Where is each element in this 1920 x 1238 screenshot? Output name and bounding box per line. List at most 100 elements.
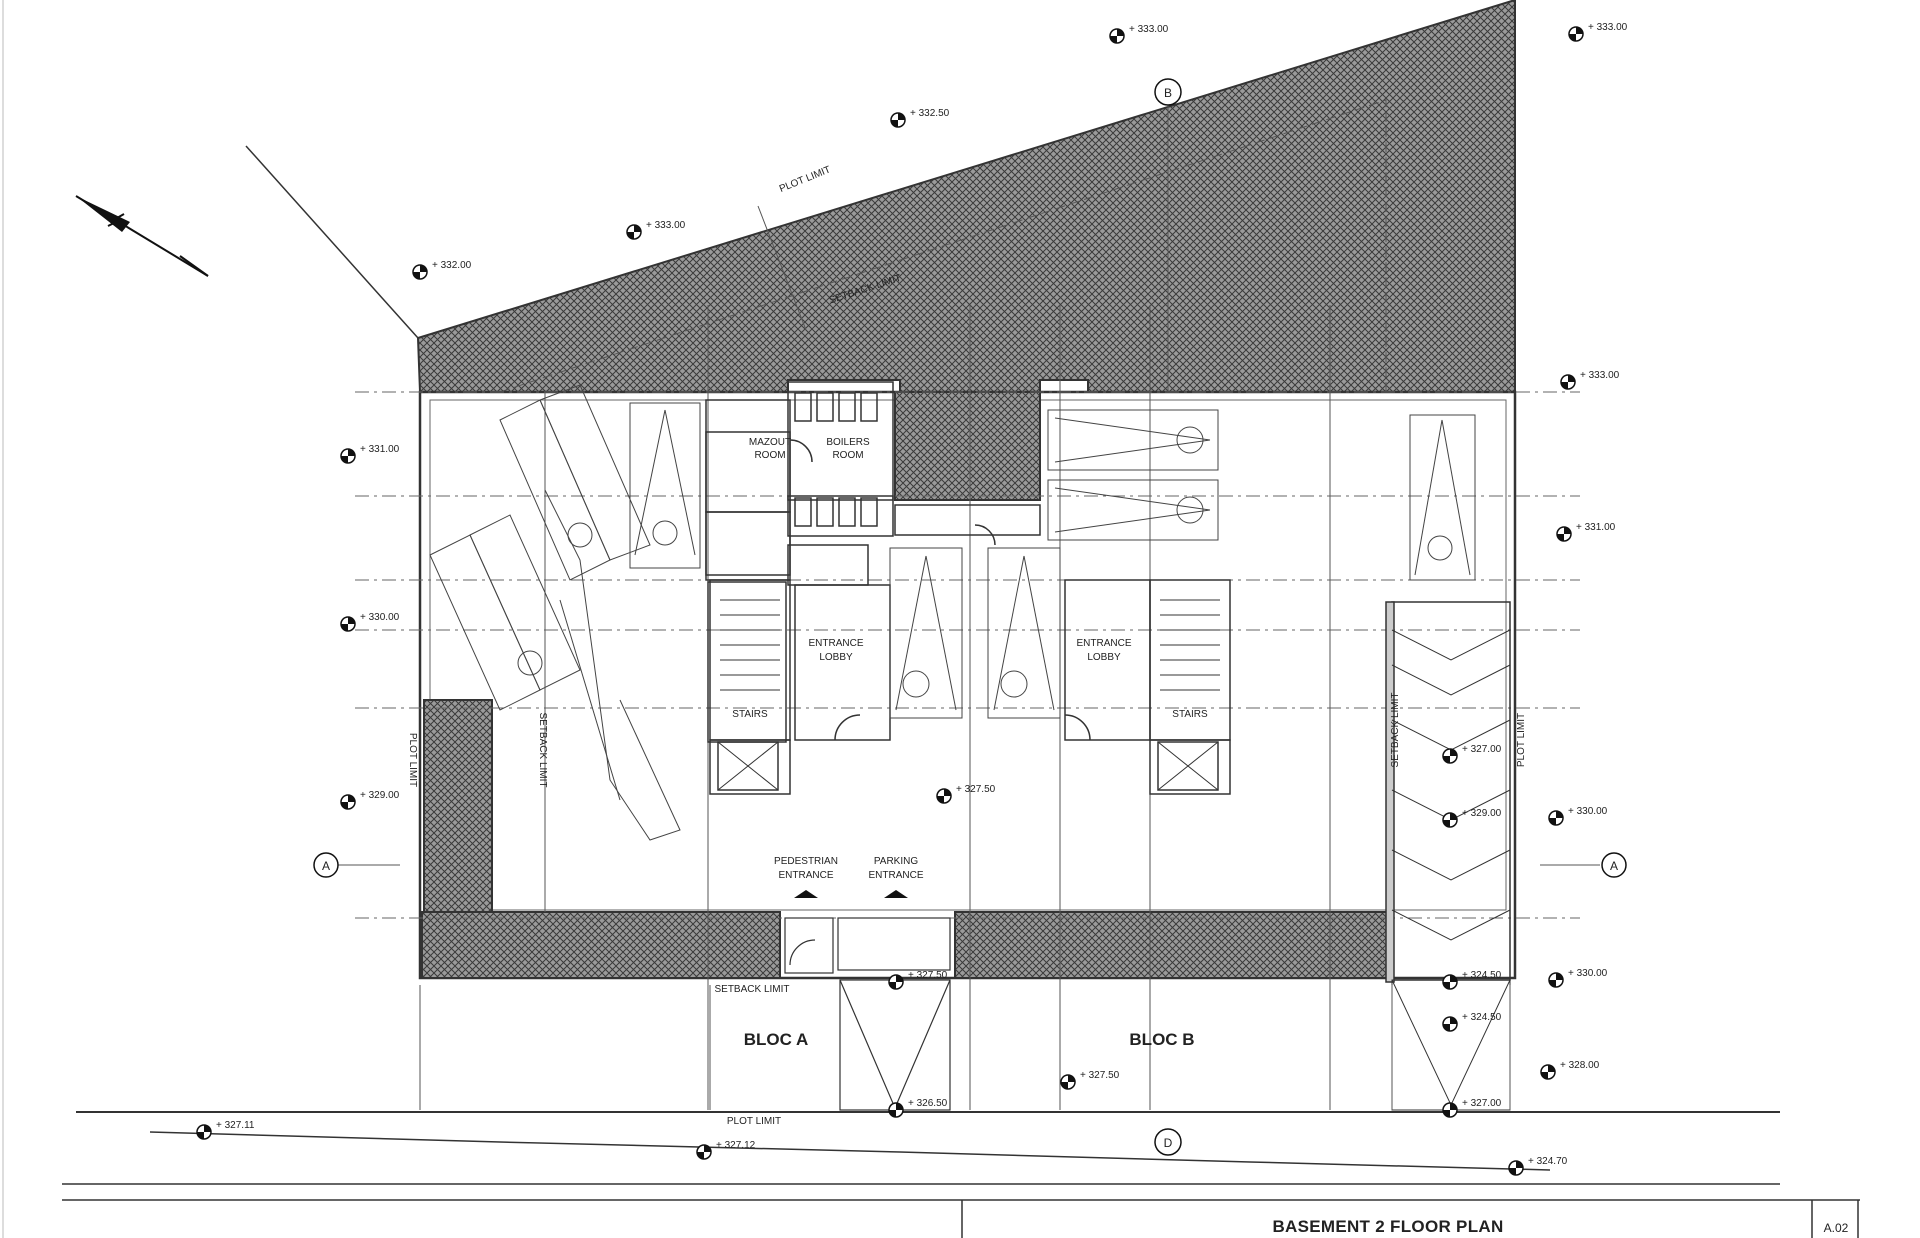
level-marker: + 333.00 bbox=[1560, 370, 1620, 390]
level-value: + 324.50 bbox=[1462, 1012, 1502, 1023]
stairs-a-label: STAIRS bbox=[732, 709, 768, 720]
entrance-lobby-a-label-2: LOBBY bbox=[819, 652, 853, 663]
block-a-label: BLOC A bbox=[744, 1030, 809, 1049]
entrance-lobby-b-label-1: ENTRANCE bbox=[1076, 638, 1131, 649]
plot-limit-left-diagonal bbox=[245, 145, 419, 339]
title-block bbox=[62, 1199, 1860, 1238]
level-marker: + 333.00 bbox=[626, 220, 686, 240]
level-value: + 330.00 bbox=[360, 612, 400, 623]
sheet-number: A.02 bbox=[1824, 1221, 1849, 1235]
level-marker: + 327.12 bbox=[696, 1140, 756, 1160]
level-marker: + 324.50 bbox=[1442, 970, 1502, 990]
parking-bays-center bbox=[889, 547, 1061, 719]
level-marker: + 333.00 bbox=[1568, 22, 1628, 42]
boilers-room-label-2: ROOM bbox=[832, 450, 863, 461]
parking-bays-left bbox=[429, 384, 701, 841]
level-marker: + 329.00 bbox=[1442, 808, 1502, 828]
setback-limit-right-label: SETBACK LIMIT bbox=[1390, 692, 1401, 767]
setback-limit-line bbox=[499, 99, 1387, 393]
level-marker: + 333.00 bbox=[1109, 24, 1169, 44]
level-value: + 329.00 bbox=[1462, 808, 1502, 819]
pedestrian-entrance-label-2: ENTRANCE bbox=[778, 870, 833, 881]
level-value: + 327.11 bbox=[216, 1120, 255, 1131]
level-marker: + 332.00 bbox=[412, 260, 472, 280]
hatched-wall-left bbox=[423, 699, 493, 913]
level-marker: + 326.50 bbox=[888, 1098, 948, 1118]
entrance-arrows bbox=[794, 890, 908, 898]
grid-marker-right-label: A bbox=[1610, 859, 1618, 873]
grid-marker-left: A bbox=[313, 852, 339, 878]
parking-entrance-label-2: ENTRANCE bbox=[868, 870, 923, 881]
plot-limit-right-label: PLOT LIMIT bbox=[1516, 713, 1527, 767]
level-value: + 330.00 bbox=[1568, 806, 1608, 817]
hatched-wall-bottom-right bbox=[954, 911, 1391, 979]
pedestrian-entrance-arrow-icon bbox=[794, 890, 818, 898]
level-marker: + 327.00 bbox=[1442, 1098, 1502, 1118]
level-value: + 331.00 bbox=[360, 444, 400, 455]
block-b-label: BLOC B bbox=[1129, 1030, 1194, 1049]
plot-section-line bbox=[757, 205, 807, 331]
level-value: + 327.50 bbox=[1080, 1070, 1120, 1081]
level-marker: + 327.00 bbox=[1442, 744, 1502, 764]
stairs-b-label: STAIRS bbox=[1172, 709, 1208, 720]
level-marker: + 330.00 bbox=[340, 612, 400, 632]
level-value: + 330.00 bbox=[1568, 968, 1608, 979]
level-marker: + 330.00 bbox=[1548, 806, 1608, 826]
entrance-lobby-b-label-2: LOBBY bbox=[1087, 652, 1121, 663]
level-value: + 331.00 bbox=[1576, 522, 1616, 533]
grid-marker-left-label: A bbox=[322, 859, 330, 873]
room-labels: MAZOUT ROOM BOILERS ROOM ENTRANCE LOBBY … bbox=[732, 437, 1208, 881]
plot-limit-left-label: PLOT LIMIT bbox=[407, 733, 418, 787]
plot-limit-bottom-label: PLOT LIMIT bbox=[727, 1116, 781, 1127]
level-value: + 324.70 bbox=[1528, 1156, 1568, 1167]
level-value: + 327.00 bbox=[1462, 1098, 1502, 1109]
level-marker: + 327.50 bbox=[1060, 1070, 1120, 1090]
grid-marker-top-label: B bbox=[1164, 86, 1172, 100]
hatched-core-shaft bbox=[894, 391, 1041, 501]
grid-marker-bottom-label: D bbox=[1164, 1136, 1173, 1150]
parking-entrance-arrow-icon bbox=[884, 890, 908, 898]
boilers-room-label-1: BOILERS bbox=[826, 437, 870, 448]
level-value: + 333.00 bbox=[646, 220, 686, 231]
hatched-wall-bottom-left bbox=[421, 911, 781, 979]
service-rooms bbox=[705, 381, 1041, 743]
level-marker: + 328.00 bbox=[1540, 1060, 1600, 1080]
level-marker: + 327.11 bbox=[196, 1120, 255, 1140]
grid-lines bbox=[318, 305, 1600, 1110]
level-marker: + 331.00 bbox=[1556, 522, 1616, 542]
level-value: + 333.00 bbox=[1588, 22, 1628, 33]
mazout-room-label-2: ROOM bbox=[754, 450, 785, 461]
level-markers: + 333.00 + 333.00 + 332.50 + 333.00 + 33… bbox=[196, 22, 1628, 1176]
level-marker: + 331.00 bbox=[340, 444, 400, 464]
mazout-room-label-1: MAZOUT bbox=[749, 437, 791, 448]
grid-marker-right: A bbox=[1601, 852, 1627, 878]
level-value: + 328.00 bbox=[1560, 1060, 1600, 1071]
level-value: + 327.12 bbox=[716, 1140, 756, 1151]
north-arrow-icon bbox=[75, 195, 209, 277]
bloc-a-core bbox=[709, 579, 891, 795]
level-value: + 327.50 bbox=[956, 784, 996, 795]
setback-limit-bottom-label: SETBACK LIMIT bbox=[714, 984, 789, 995]
level-marker: + 324.70 bbox=[1508, 1156, 1568, 1176]
level-marker: + 327.50 bbox=[936, 784, 996, 804]
grid-marker-top: B bbox=[1154, 78, 1182, 106]
level-value: + 327.00 bbox=[1462, 744, 1502, 755]
level-value: + 329.00 bbox=[360, 790, 400, 801]
setback-limit-left-label: SETBACK LIMIT bbox=[537, 712, 548, 787]
level-marker: + 332.50 bbox=[890, 108, 950, 128]
grid-marker-bottom: D bbox=[1154, 1128, 1182, 1156]
level-value: + 333.00 bbox=[1580, 370, 1620, 381]
level-marker: + 327.50 bbox=[888, 970, 948, 990]
parking-entrance-label-1: PARKING bbox=[874, 856, 918, 867]
level-value: + 327.50 bbox=[908, 970, 948, 981]
parking-ramp-right bbox=[1385, 601, 1511, 1111]
level-value: + 326.50 bbox=[908, 1098, 948, 1109]
drawing-title: BASEMENT 2 FLOOR PLAN bbox=[1272, 1217, 1503, 1236]
level-value: + 332.50 bbox=[910, 108, 950, 119]
site-boundary-lines bbox=[62, 1111, 1780, 1185]
level-value: + 332.00 bbox=[432, 260, 472, 271]
level-marker: + 329.00 bbox=[340, 790, 400, 810]
level-value: + 333.00 bbox=[1129, 24, 1169, 35]
level-value: + 324.50 bbox=[1462, 970, 1502, 981]
